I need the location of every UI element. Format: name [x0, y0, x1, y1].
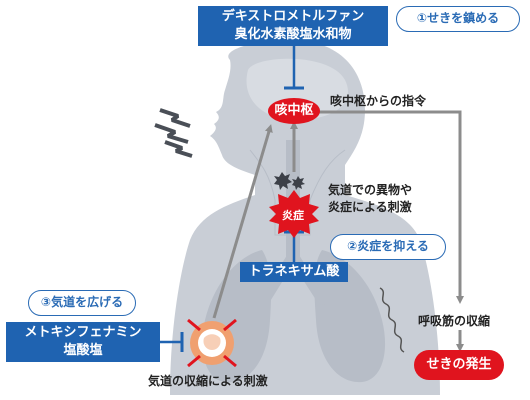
- drug-box-methoxyphenamine: メトキシフェナミン 塩酸塩: [6, 322, 160, 362]
- drug-box-dextromethorphan: デキストロメトルファン 臭化水素酸塩水和物: [198, 6, 388, 46]
- foreign-body-label: 気道での異物や 炎症による刺激: [328, 183, 413, 214]
- effect-pill-inflammation: ②炎症を抑える: [330, 234, 446, 260]
- arrow-command: [316, 110, 464, 304]
- cough-puff-icon: [154, 108, 193, 158]
- foreign-particle-icon: [274, 172, 305, 190]
- effect-pill-airway: ③気道を広げる: [28, 290, 136, 316]
- airway-stimulus-label: 気道の収縮による刺激: [148, 374, 268, 388]
- constricted-airway-icon: [187, 318, 237, 368]
- arrow-airway-to-center: [212, 124, 273, 319]
- inflammation-burst-icon: [269, 190, 319, 238]
- command-label: 咳中枢からの指令: [330, 94, 427, 108]
- muscle-wave-icon: [379, 287, 405, 353]
- effect-pill-cough: ①せきを鎮める: [396, 6, 520, 32]
- drug-box-tranexamic: トラネキサム酸: [240, 262, 348, 282]
- respiratory-muscle-label: 呼吸筋の収縮: [418, 314, 491, 328]
- inhibit-line-airway: [160, 332, 184, 352]
- cough-onset-node: せきの発生: [414, 350, 504, 380]
- inhibit-line-cough: [284, 46, 304, 90]
- inflammation-label: 炎症: [282, 209, 304, 222]
- cough-center-node: 咳中枢: [268, 98, 320, 124]
